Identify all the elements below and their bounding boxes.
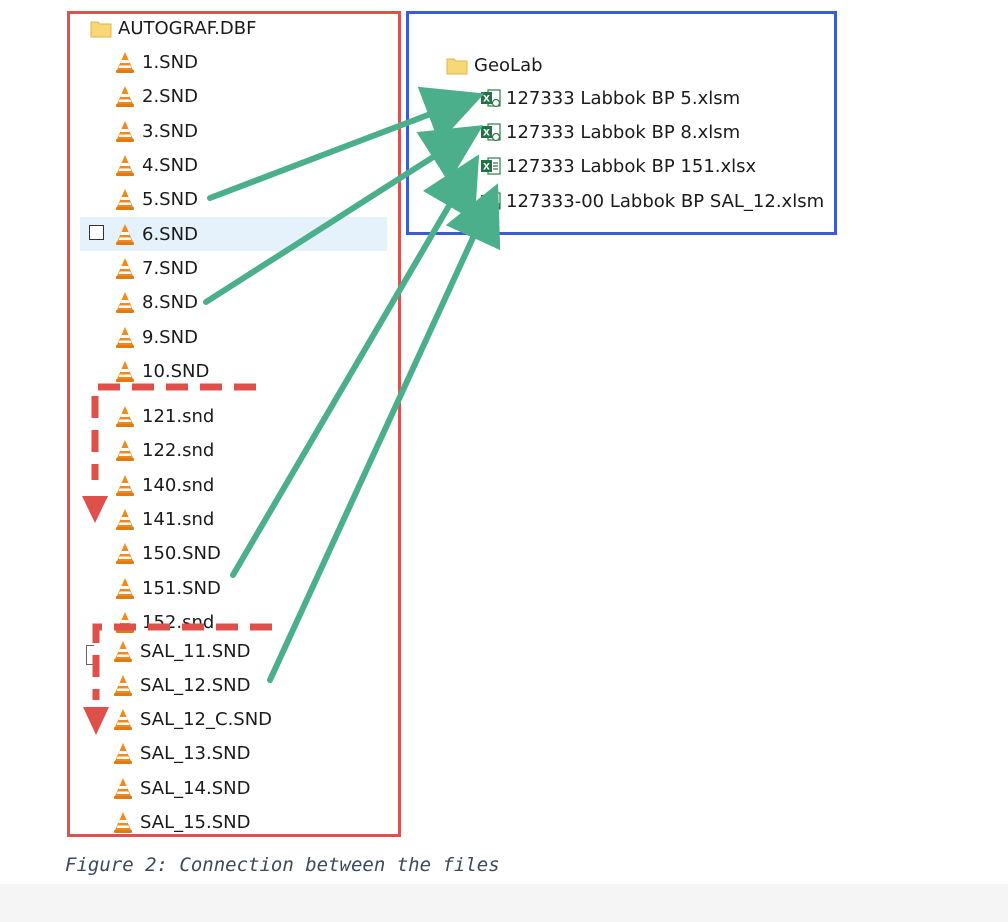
file-row[interactable]: 140.snd [114,470,214,500]
vlc-cone-icon [114,778,132,799]
vlc-cone-icon [116,543,134,564]
vlc-cone-icon [116,155,134,176]
file-name: 141.snd [142,508,215,530]
connection-arrow-5 [207,86,485,201]
dashed-arrowhead-lower [83,707,109,735]
dashed-arrow-upper [91,383,256,480]
file-name: 122.snd [142,439,215,461]
vlc-cone-icon [116,121,134,142]
excel-macro-icon: X [481,89,501,108]
file-row[interactable]: 151.SND [114,573,221,603]
excel-icon: X [481,157,501,175]
vlc-cone-icon [114,812,132,833]
vlc-cone-icon [114,675,132,696]
vlc-cone-icon [114,641,132,662]
excel-file-row[interactable]: X 127333 Labbok BP 5.xlsm [480,83,740,113]
connection-arrow-151 [230,154,480,578]
svg-text:X: X [483,129,490,139]
file-row[interactable]: 6.SND [114,219,198,249]
file-name: 150.SND [142,542,221,564]
excel-macro-icon: X [481,123,501,142]
file-row[interactable]: 10.SND [114,356,209,386]
file-name: 3.SND [142,120,198,142]
file-name: 127333 Labbok BP 151.xlsx [506,155,757,177]
file-name: 7.SND [142,257,198,279]
file-name: 6.SND [142,223,198,245]
svg-text:X: X [483,163,490,173]
file-row[interactable]: 8.SND [114,287,198,317]
file-name: 121.snd [142,405,215,427]
file-row[interactable]: 5.SND [114,184,198,214]
vlc-cone-icon [116,327,134,348]
excel-file-row[interactable]: X 127333 Labbok BP 8.xlsm [480,117,740,147]
vlc-cone-icon [116,258,134,279]
file-name: SAL_14.SND [140,777,251,799]
vlc-cone-icon [116,189,134,210]
vlc-cone-icon [116,292,134,313]
folder-icon [446,58,468,75]
vlc-cone-icon [116,509,134,530]
file-name: 9.SND [142,326,198,348]
file-row[interactable]: SAL_12.SND [112,670,250,700]
file-name: 127333 Labbok BP 5.xlsm [506,87,741,109]
figure-caption: Figure 2: Connection between the files [65,854,500,876]
vlc-cone-icon [116,475,134,496]
excel-file-row[interactable]: X 127333 Labbok BP 151.xlsx [480,151,756,181]
vlc-cone-icon [114,743,132,764]
file-row[interactable]: 150.SND [114,538,221,568]
folder-icon [90,21,112,38]
file-row[interactable]: 1.SND [114,47,198,77]
folder-autograf[interactable]: AUTOGRAF.DBF [90,13,256,43]
file-name: 2.SND [142,85,198,107]
vlc-cone-icon [116,86,134,107]
file-row[interactable]: SAL_11.SND [112,636,250,666]
vlc-cone-icon [116,440,134,461]
file-name: 151.SND [142,577,221,599]
file-row[interactable]: 7.SND [114,253,198,283]
row-checkbox-partial[interactable] [86,645,94,665]
file-row[interactable]: 141.snd [114,504,214,534]
vlc-cone-icon [116,406,134,427]
dashed-arrowhead-upper [82,496,108,523]
file-name: SAL_15.SND [140,811,251,833]
vlc-cone-icon [116,52,134,73]
file-name: SAL_13.SND [140,742,251,764]
vlc-cone-icon [116,224,134,245]
vlc-cone-icon [116,361,134,382]
file-name: 127333 Labbok BP 8.xlsm [506,121,741,143]
svg-text:X: X [483,95,490,105]
dashed-arrow-lower [92,623,272,700]
file-row[interactable]: 2.SND [114,81,198,111]
file-row[interactable]: SAL_12_C.SND [112,704,272,734]
vlc-cone-icon [114,709,132,730]
file-name: 127333-00 Labbok BP SAL_12.xlsm [506,190,825,212]
file-name: 1.SND [142,51,198,73]
file-name: 5.SND [142,188,198,210]
folder-geolab[interactable]: GeoLab [446,50,543,80]
file-name: 10.SND [142,360,210,382]
file-row[interactable]: SAL_13.SND [112,738,250,768]
connection-arrow-sal12 [267,183,501,683]
file-name: 4.SND [142,154,198,176]
file-row[interactable]: 122.snd [114,435,214,465]
file-row[interactable]: SAL_14.SND [112,773,250,803]
row-checkbox[interactable] [89,225,104,240]
file-row[interactable]: 3.SND [114,116,198,146]
page-footer-band [0,884,1008,922]
file-row[interactable]: 9.SND [114,322,198,352]
file-name: 140.snd [142,474,215,496]
vlc-cone-icon [116,578,134,599]
file-row[interactable]: SAL_15.SND [112,807,250,837]
file-name: SAL_12_C.SND [140,708,273,730]
file-row[interactable]: 121.snd [114,401,214,431]
file-name: SAL_11.SND [140,640,251,662]
file-name: 8.SND [142,291,198,313]
folder-name: GeoLab [474,54,543,76]
autograf-file-list-panel [67,11,401,837]
file-row[interactable]: 4.SND [114,150,198,180]
file-name: SAL_12.SND [140,674,251,696]
folder-name: AUTOGRAF.DBF [118,17,257,39]
connection-arrow-8 [203,125,484,305]
